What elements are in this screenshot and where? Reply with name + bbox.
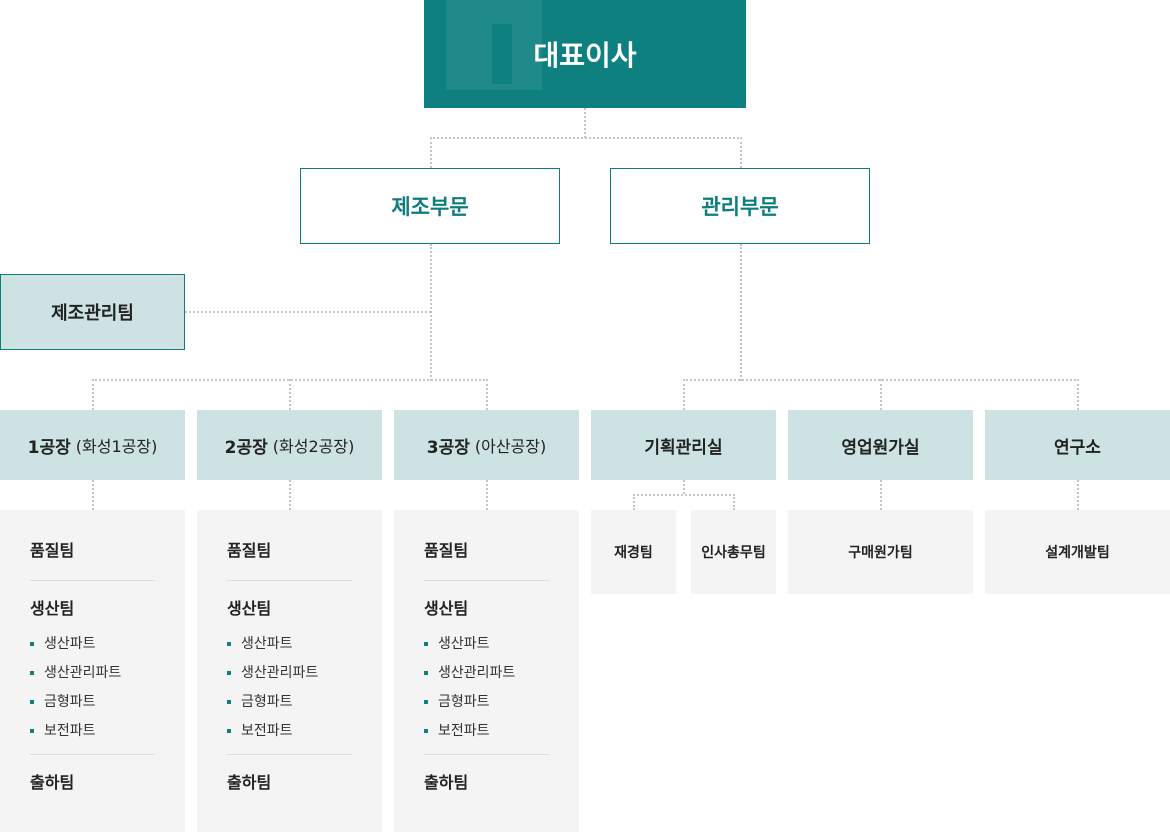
plant-3-box: 3공장(아산공장) <box>394 410 579 480</box>
unit-name: 기획관리실 <box>644 437 723 458</box>
team-label: 설계개발팀 <box>1045 545 1110 561</box>
connector-line <box>92 480 94 510</box>
shipping-team: 출하팀 <box>227 773 272 792</box>
connector-line <box>92 379 94 410</box>
production-team: 생산팀 <box>227 599 272 618</box>
connector-line <box>486 480 488 510</box>
connector-line <box>1077 379 1079 410</box>
divider <box>227 754 352 755</box>
ceo-decoration <box>446 0 542 90</box>
plant-name: 2공장 <box>224 437 268 458</box>
divider <box>227 580 352 581</box>
plant-2-team-panel: 품질팀 생산팀 생산파트 생산관리파트 금형파트 보전파트 출하팀 <box>197 510 382 832</box>
team-label: 구매원가팀 <box>848 545 913 561</box>
ceo-label: 대표이사 <box>533 39 637 72</box>
quality-team: 품질팀 <box>227 541 272 560</box>
management-division-box: 관리부문 <box>610 168 870 244</box>
planning-office-box: 기획관리실 <box>591 410 776 480</box>
production-team: 생산팀 <box>424 599 469 618</box>
list-item: 보전파트 <box>30 721 155 750</box>
team-label: 인사총무팀 <box>701 545 766 561</box>
list-item: 생산관리파트 <box>227 663 352 692</box>
shipping-team: 출하팀 <box>30 773 75 792</box>
team-label: 재경팀 <box>614 545 653 561</box>
divider <box>30 580 155 581</box>
connector-line <box>740 244 742 381</box>
plant-2-box: 2공장(화성2공장) <box>197 410 382 480</box>
hr-general-affairs-team-box: 인사총무팀 <box>691 510 776 594</box>
connector-line <box>185 311 431 313</box>
connector-line <box>633 494 635 510</box>
connector-line <box>430 244 432 381</box>
manufacturing-management-team-box: 제조관리팀 <box>0 274 185 350</box>
unit-name: 연구소 <box>1054 437 1101 458</box>
finance-team-box: 재경팀 <box>591 510 676 594</box>
list-item: 생산관리파트 <box>30 663 155 692</box>
connector-line <box>683 379 685 410</box>
shipping-team: 출하팀 <box>424 773 469 792</box>
connector-line <box>633 494 735 496</box>
plant-3-team-panel: 품질팀 생산팀 생산파트 생산관리파트 금형파트 보전파트 출하팀 <box>394 510 579 832</box>
production-parts-list: 생산파트 생산관리파트 금형파트 보전파트 <box>30 634 155 750</box>
list-item: 금형파트 <box>424 692 549 721</box>
quality-team: 품질팀 <box>30 541 75 560</box>
management-division-label: 관리부문 <box>701 195 779 219</box>
list-item: 생산관리파트 <box>424 663 549 692</box>
plant-location: (아산공장) <box>474 437 547 456</box>
plant-1-team-panel: 품질팀 생산팀 생산파트 생산관리파트 금형파트 보전파트 출하팀 <box>0 510 185 832</box>
connector-line <box>740 137 742 168</box>
connector-line <box>880 480 882 510</box>
plant-name: 1공장 <box>27 437 71 458</box>
connector-line <box>733 494 735 510</box>
connector-line <box>430 137 742 139</box>
connector-line <box>289 480 291 510</box>
ceo-box: 대표이사 <box>424 0 746 108</box>
manufacturing-division-label: 제조부문 <box>391 195 469 219</box>
list-item: 생산파트 <box>424 634 549 663</box>
list-item: 생산파트 <box>227 634 352 663</box>
connector-line <box>486 379 488 410</box>
list-item: 생산파트 <box>30 634 155 663</box>
connector-line <box>584 108 586 138</box>
manufacturing-management-team-label: 제조관리팀 <box>51 303 134 324</box>
list-item: 보전파트 <box>424 721 549 750</box>
plant-location: (화성2공장) <box>272 437 355 456</box>
list-item: 보전파트 <box>227 721 352 750</box>
divider <box>30 754 155 755</box>
list-item: 금형파트 <box>30 692 155 721</box>
plant-location: (화성1공장) <box>75 437 158 456</box>
plant-1-box: 1공장(화성1공장) <box>0 410 185 480</box>
production-team: 생산팀 <box>30 599 75 618</box>
connector-line <box>1077 480 1079 510</box>
connector-line <box>289 379 291 410</box>
connector-line <box>430 137 432 168</box>
list-item: 금형파트 <box>227 692 352 721</box>
divider <box>424 580 549 581</box>
sales-cost-office-box: 영업원가실 <box>788 410 973 480</box>
research-lab-box: 연구소 <box>985 410 1170 480</box>
purchasing-cost-team-box: 구매원가팀 <box>788 510 973 594</box>
production-parts-list: 생산파트 생산관리파트 금형파트 보전파트 <box>424 634 549 750</box>
design-development-team-box: 설계개발팀 <box>985 510 1170 594</box>
manufacturing-division-box: 제조부문 <box>300 168 560 244</box>
plant-name: 3공장 <box>426 437 470 458</box>
connector-line <box>683 480 685 494</box>
quality-team: 품질팀 <box>424 541 469 560</box>
divider <box>424 754 549 755</box>
connector-line <box>880 379 882 410</box>
unit-name: 영업원가실 <box>841 437 920 458</box>
production-parts-list: 생산파트 생산관리파트 금형파트 보전파트 <box>227 634 352 750</box>
